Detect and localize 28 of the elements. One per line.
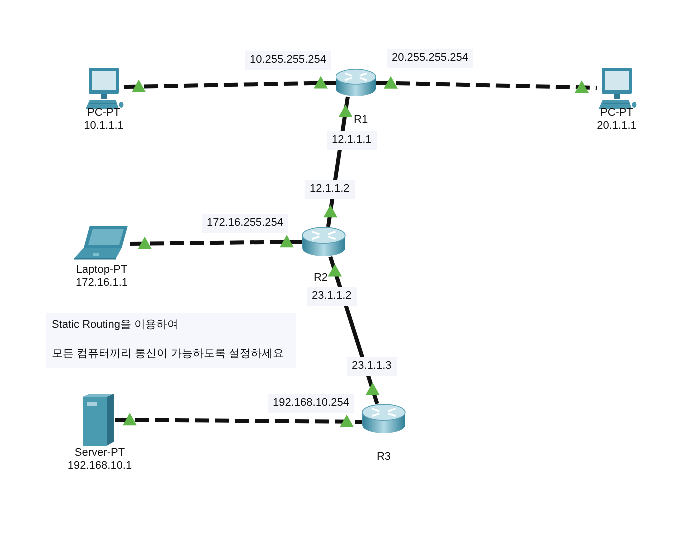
ip-address: 192.168.10.1 (68, 460, 132, 473)
desktop-computer-icon (84, 66, 124, 110)
device-name: Server-PT (74, 447, 126, 460)
device-name: R3 (376, 451, 392, 464)
interface-ip-label: 20.255.255.254 (387, 49, 474, 68)
instruction-text: Static Routing을 이용하여 (52, 318, 180, 333)
ip-address: 20.1.1.1 (597, 120, 637, 133)
ip-address: 10.1.1.1 (84, 120, 124, 133)
router-icon (302, 227, 346, 257)
interface-ip-label: 23.1.1.3 (347, 357, 397, 376)
interface-ip-label: 10.255.255.254 (245, 51, 332, 70)
server-tower-icon (83, 394, 115, 446)
interface-ip-label: 12.1.1.2 (305, 180, 355, 199)
device-name: PC-PT (600, 107, 634, 120)
laptop-icon (74, 226, 130, 260)
device-name: PC-PT (86, 107, 122, 120)
router-icon (336, 69, 376, 97)
desktop-computer-icon (597, 66, 637, 110)
device-name: Laptop-PT (76, 264, 128, 277)
interface-ip-label: 12.1.1.1 (327, 131, 377, 150)
ip-address: 172.16.1.1 (76, 277, 128, 290)
interface-ip-label: 192.168.10.254 (268, 394, 354, 413)
interface-ip-label: 172.16.255.254 (202, 214, 288, 233)
router-icon (362, 404, 406, 434)
instruction-text: 모든 컴퓨터끼리 통신이 가능하도록 설정하세요 (52, 347, 286, 362)
device-name: R1 (354, 114, 368, 127)
device-name: R2 (314, 272, 328, 285)
interface-ip-label: 23.1.1.2 (307, 287, 357, 306)
